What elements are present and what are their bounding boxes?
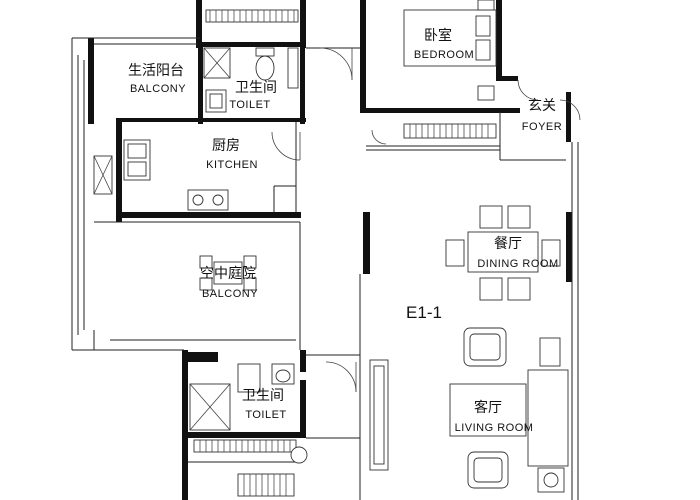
upper-toilet-zh-label: 卫生间 [235, 80, 277, 96]
upper-toilet-fixtures [203, 47, 299, 113]
courtyard-table [199, 255, 257, 291]
kitchen-en-label: KITCHEN [206, 159, 258, 171]
bedroom-furniture [403, 0, 497, 101]
foyer-zh-label: 玄关 [528, 97, 556, 114]
walls [88, 0, 572, 500]
doors [271, 47, 581, 393]
foyer-en-label: FOYER [522, 121, 562, 133]
living-balcony-zh-label: 生活阳台 [128, 63, 184, 79]
kitchen-fixtures [93, 139, 229, 211]
living-furniture [369, 327, 569, 493]
lower-toilet-en-label: TOILET [245, 409, 286, 421]
bedroom-zh-label: 卧室 [424, 27, 452, 44]
dining-zh-label: 餐厅 [494, 236, 522, 252]
upper-toilet-en-label: TOILET [229, 99, 270, 111]
hatched-counters [193, 9, 497, 453]
dining-set [445, 205, 561, 301]
outline-lines [71, 37, 579, 500]
unit-code-label: E1-1 [406, 303, 442, 322]
bedroom-en-label: BEDROOM [414, 49, 474, 61]
room-labels: 生活阳台 BALCONY 卫生间 TOILET 卧室 BEDROOM 玄关 FO… [128, 27, 562, 434]
courtyard-zh-label: 空中庭院 [200, 265, 256, 282]
living-zh-label: 客厅 [474, 399, 502, 416]
lower-toilet-fixtures [189, 363, 308, 497]
dining-en-label: DINING ROOM [477, 258, 558, 270]
kitchen-zh-label: 厨房 [212, 138, 240, 154]
living-en-label: LIVING ROOM [455, 422, 534, 434]
lower-toilet-zh-label: 卫生间 [242, 388, 284, 404]
living-balcony-en-label: BALCONY [130, 83, 186, 95]
courtyard-en-label: BALCONY [202, 288, 258, 300]
